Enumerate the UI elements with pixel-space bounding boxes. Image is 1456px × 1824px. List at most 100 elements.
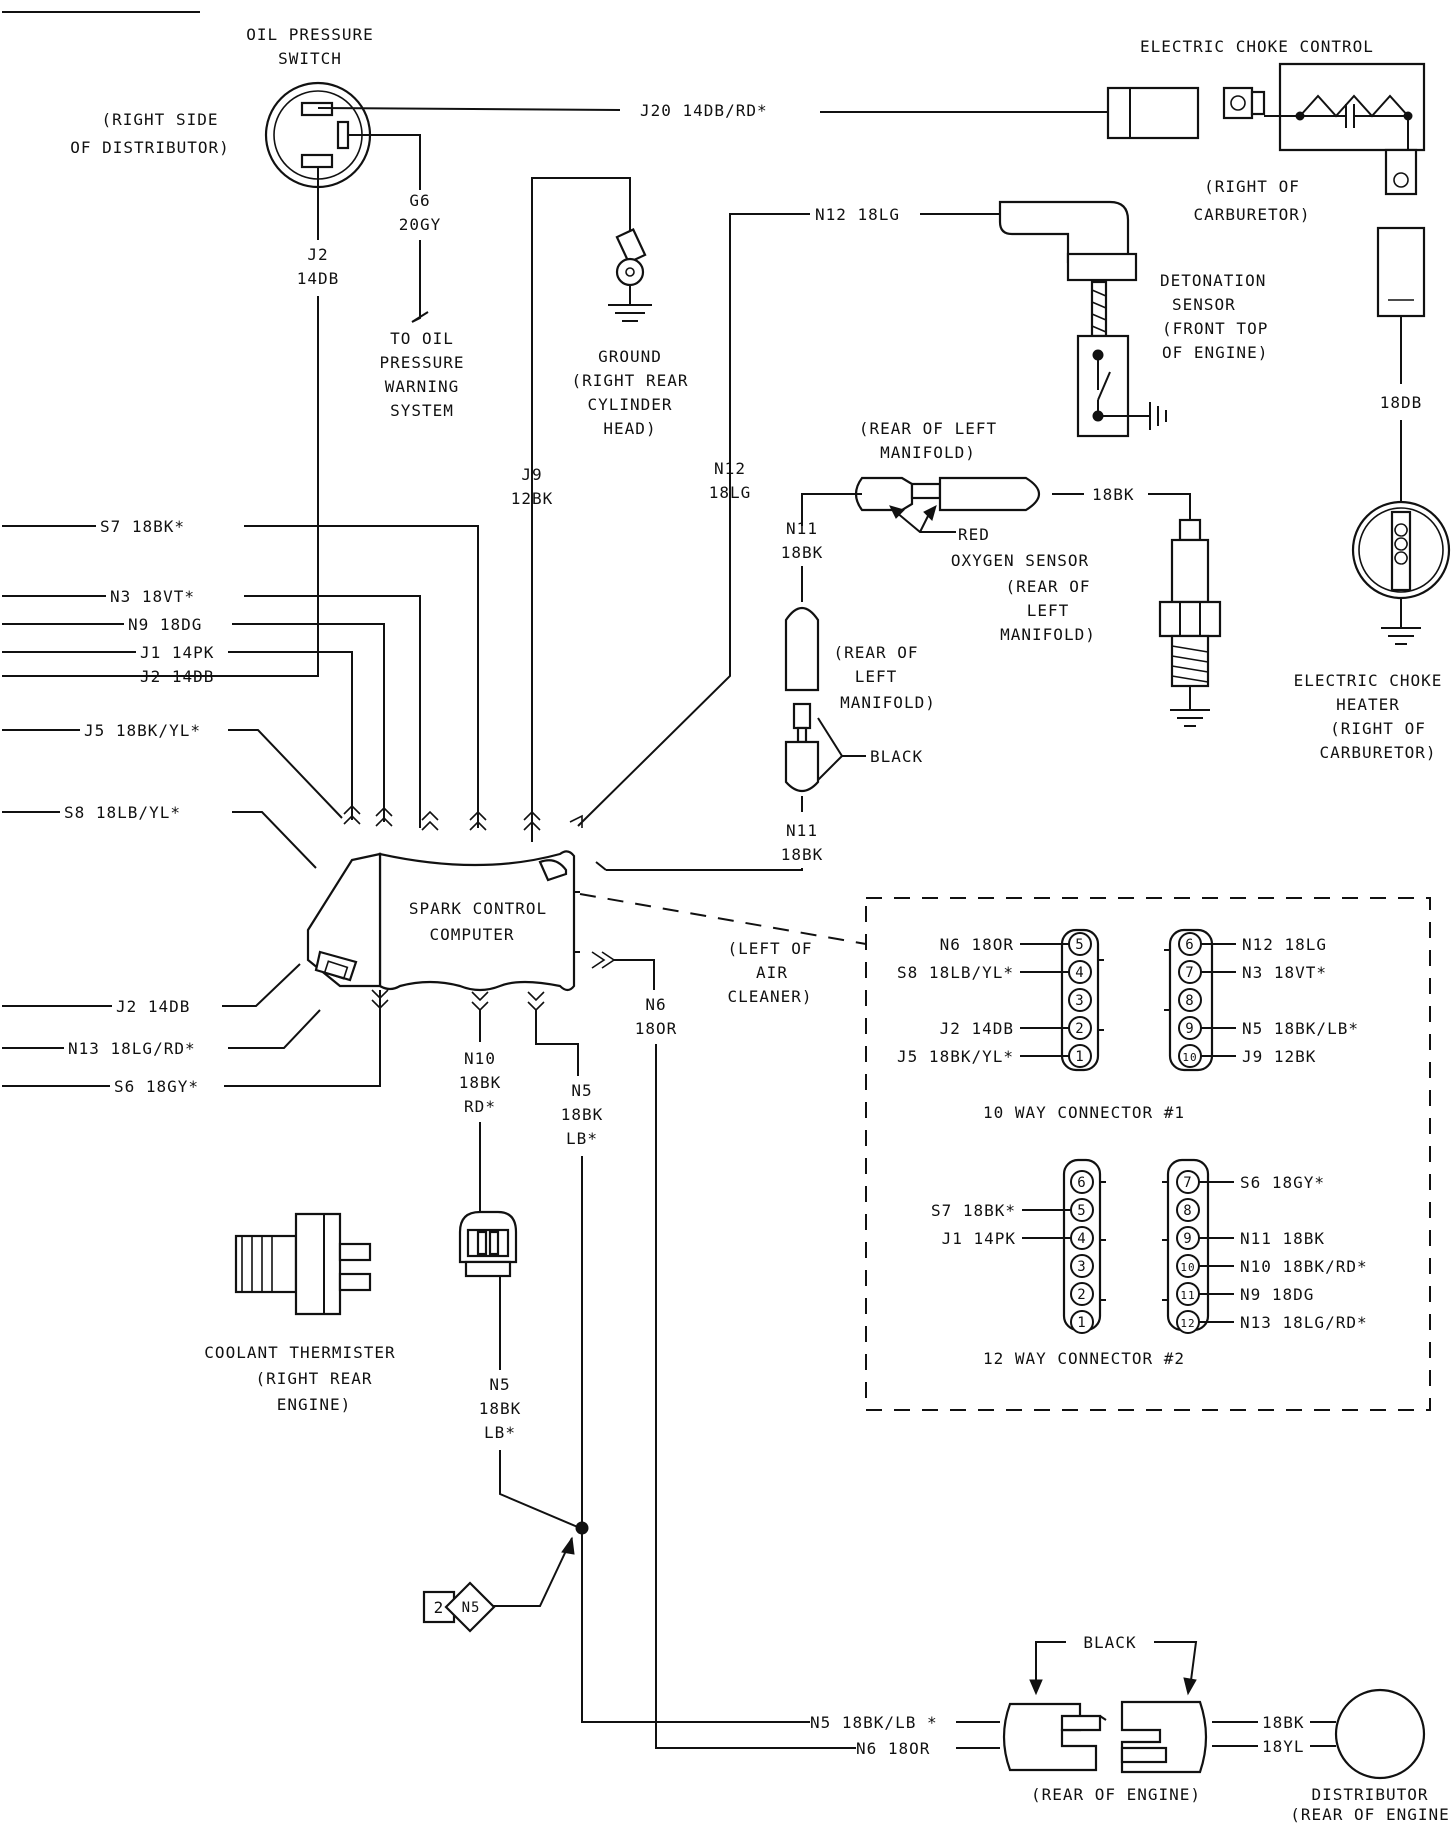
- connector-1-pin-number: 3: [1075, 993, 1084, 1009]
- rear-left-manifold-mid-3: MANIFOLD): [840, 693, 936, 712]
- wire-n11-top-label-2: 18BK: [781, 543, 824, 562]
- connector-1-pin-3: [1068, 988, 1092, 1012]
- to-oil-pressure-4: SYSTEM: [390, 401, 454, 420]
- choke-wire-connector: [1376, 226, 1426, 318]
- spark-control-computer-label: SPARK CONTROL: [409, 899, 547, 918]
- ground-location-2: CYLINDER: [587, 395, 672, 414]
- connector-1-pin-number: 4: [1075, 965, 1084, 981]
- rear-left-manifold-mid: (REAR OF: [833, 643, 918, 662]
- oxygen-sensor-location-3: MANIFOLD): [1000, 625, 1096, 644]
- wire-s7-label: S7 18BK*: [100, 517, 185, 536]
- wire-j9-label: J9: [521, 465, 542, 484]
- wire-s6-right: [224, 990, 381, 1087]
- black-bottom-arrow-left: [1035, 1641, 1066, 1690]
- connector-2-pin-number: 12: [1180, 1317, 1195, 1330]
- color-black-mid-label: BLACK: [870, 747, 923, 766]
- wire-n6-upper: [614, 959, 655, 990]
- connector-1-pin-label: J2 14DB: [940, 1019, 1014, 1038]
- ref-marker-code: N5: [462, 1600, 481, 1616]
- ref-diamond: [444, 1581, 496, 1633]
- electric-choke-heater-symbol: [1351, 500, 1451, 645]
- wire-o2-label: 18BK: [1092, 485, 1135, 504]
- wire-n10-label-2: 18BK: [459, 1073, 502, 1092]
- distributor-symbol: [1334, 1688, 1426, 1780]
- wire-n5-b-lower: [499, 1450, 581, 1529]
- oil-pressure-switch-location: (RIGHT SIDE: [102, 110, 219, 129]
- wire-g6-label-2: 20GY: [399, 215, 442, 234]
- wire-n11-arrow: [595, 861, 607, 871]
- black-bottom-arrow-right: [1154, 1641, 1198, 1689]
- connector-1-pin-number: 9: [1185, 1021, 1194, 1037]
- wire-s6-label: S6 18GY*: [114, 1077, 199, 1096]
- wire-j9-label-2: 12BK: [511, 489, 554, 508]
- oil-pressure-switch-label-2: SWITCH: [278, 49, 342, 68]
- oil-pressure-switch-location-2: OF DISTRIBUTOR): [70, 138, 230, 157]
- connector-2-pin-number: 6: [1077, 1175, 1086, 1191]
- wire-j2-lower-right: [222, 963, 301, 1007]
- wire-n5-a-label: N5: [571, 1081, 592, 1100]
- wire-n5-a-label-2: 18BK: [561, 1105, 604, 1124]
- distributor-label: DISTRIBUTOR: [1312, 1785, 1429, 1804]
- detonation-sensor-label: DETONATION: [1160, 271, 1266, 290]
- connector-2-pin-number: 1: [1077, 1315, 1086, 1331]
- to-oil-pressure-3: WARNING: [385, 377, 459, 396]
- spark-control-computer-symbol: [306, 850, 580, 992]
- wire-j20-label: J20 14DB/RD*: [640, 101, 768, 120]
- black-arrow-2: [817, 755, 843, 781]
- leader-to-connectors: [579, 893, 867, 945]
- connector-2-pin-number: 8: [1183, 1203, 1192, 1219]
- wire-n12-mid-label: N12: [714, 459, 746, 478]
- wire-dist-b-label: 18YL: [1262, 1737, 1305, 1756]
- left-of-air-cleaner-2: AIR: [756, 963, 788, 982]
- oxygen-sensor-symbol: [1158, 518, 1222, 727]
- left-of-air-cleaner: (LEFT OF: [727, 939, 812, 958]
- black-bottom-arrowhead-right: [1183, 1677, 1197, 1696]
- ref-arrowhead: [561, 1536, 575, 1555]
- connector-1-pin-label: J9 12BK: [1242, 1047, 1316, 1066]
- ground-location-1: (RIGHT REAR: [572, 371, 689, 390]
- connector-2-pin-number: 4: [1077, 1231, 1086, 1247]
- black-bottom-arrowhead-left: [1029, 1679, 1043, 1696]
- wire-n6-bottom-label: N6 18OR: [856, 1739, 930, 1758]
- rear-of-engine-label: (REAR OF ENGINE): [1031, 1785, 1201, 1804]
- wire-dist-a-label: 18BK: [1262, 1713, 1305, 1732]
- wire-n9-label: N9 18DG: [128, 615, 202, 634]
- connector-2-pin-label: N9 18DG: [1240, 1285, 1314, 1304]
- wire-j2-top-label-2: 14DB: [297, 269, 340, 288]
- ground-symbol: [608, 228, 652, 322]
- color-black-bottom-label: BLACK: [1083, 1633, 1136, 1652]
- wire-n11-lower: [606, 868, 803, 871]
- wire-j1-right: [228, 651, 353, 820]
- wire-n12: [577, 213, 810, 827]
- oxygen-sensor-location-2: LEFT: [1027, 601, 1070, 620]
- red-arrowhead-2: [923, 505, 937, 521]
- wire-j1-label: J1 14PK: [140, 643, 214, 662]
- wire-n6-label: N6: [645, 995, 666, 1014]
- detonation-sensor-label-2: SENSOR: [1172, 295, 1236, 314]
- wire-n5-b-label: N5: [489, 1375, 510, 1394]
- wire-n5-bottom-label: N5 18BK/LB *: [810, 1713, 938, 1732]
- connector-2-pin-label: J1 14PK: [942, 1229, 1016, 1248]
- connector-2-pin-label: N10 18BK/RD*: [1240, 1257, 1368, 1276]
- connector-1-pin-number: 2: [1075, 1021, 1084, 1037]
- connector-2-pin-label: N13 18LG/RD*: [1240, 1313, 1368, 1332]
- connector-2-pin-number: 5: [1077, 1203, 1086, 1219]
- black-arrow-1: [817, 717, 866, 757]
- electric-choke-heater-location: (RIGHT OF: [1330, 719, 1426, 738]
- connector-2-pin-1: [1070, 1310, 1094, 1334]
- wire-j2-lower-label: J2 14DB: [116, 997, 190, 1016]
- oil-pressure-switch-label: OIL PRESSURE: [246, 25, 374, 44]
- wire-n5-a-run: [581, 1156, 810, 1723]
- wire-j2-left-label: J2 14DB: [140, 667, 214, 686]
- connector-2-pin-number: 2: [1077, 1287, 1086, 1303]
- wire-j20-left: [317, 107, 621, 111]
- electric-choke-heater-location-2: CARBURETOR): [1320, 743, 1437, 762]
- ref-wire: [490, 1537, 573, 1607]
- wire-18db-label: 18DB: [1380, 393, 1423, 412]
- connector-1-pin-number: 1: [1075, 1049, 1084, 1065]
- connector-2-pin-3: [1070, 1254, 1094, 1278]
- detonation-sensor-location: (FRONT TOP: [1162, 319, 1268, 338]
